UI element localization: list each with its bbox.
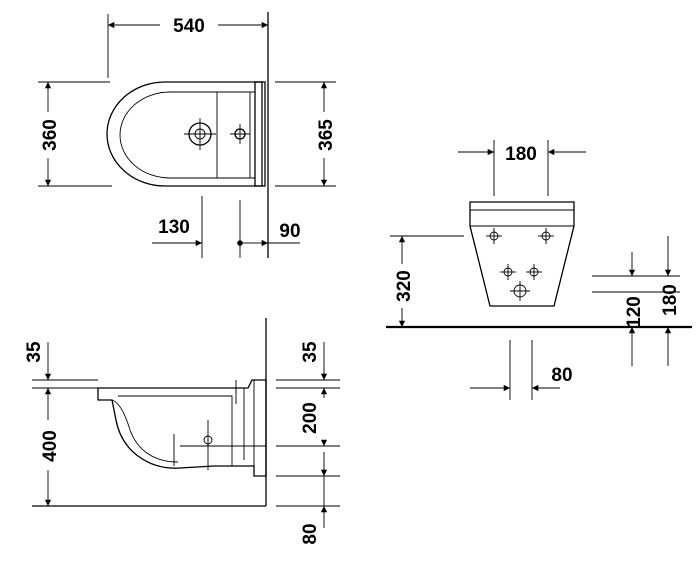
dim-80-side: 80 xyxy=(300,523,321,544)
dim-180-right: 180 xyxy=(660,284,681,316)
dim-120: 120 xyxy=(624,296,645,328)
side-view: 35 400 35 200 80 xyxy=(24,318,340,545)
front-view: 180 320 120 180 80 xyxy=(386,140,692,400)
bidet-inner-outline xyxy=(119,91,255,179)
dim-180-top: 180 xyxy=(505,144,537,165)
dim-365: 365 xyxy=(316,119,337,151)
dim-80-front: 80 xyxy=(551,365,572,386)
dim-200: 200 xyxy=(300,402,321,434)
bidet-front-outline xyxy=(469,201,575,307)
dim-540: 540 xyxy=(173,16,205,37)
dim-400: 400 xyxy=(40,430,61,462)
back-rim xyxy=(254,81,266,187)
dim-35-left: 35 xyxy=(24,341,45,363)
bidet-side-outline xyxy=(97,379,267,477)
dim-90: 90 xyxy=(279,221,300,242)
dim-320: 320 xyxy=(394,270,415,302)
dim-35-right: 35 xyxy=(300,341,321,363)
top-view: 540 360 365 130 90 xyxy=(38,12,337,258)
bidet-top-outline xyxy=(106,81,263,187)
dim-360: 360 xyxy=(40,119,61,151)
dim-130: 130 xyxy=(158,217,190,238)
